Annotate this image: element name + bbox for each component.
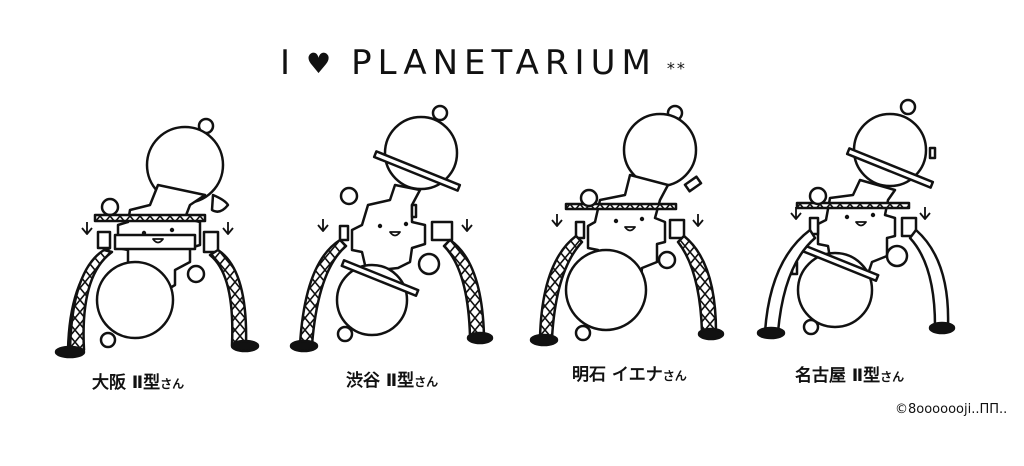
- sparkle-stars-icon: ⁎⁎: [666, 53, 687, 73]
- projector-shibuya: [289, 104, 494, 353]
- caption-name: 明石: [572, 365, 606, 385]
- title-word: PLANETARIUM: [351, 43, 657, 83]
- caption-model: Ⅱ型: [385, 371, 415, 391]
- projector-nagoya: [756, 98, 956, 340]
- caption-name: 大阪: [92, 373, 126, 393]
- heart-icon: ♥: [306, 46, 338, 80]
- caption-name: 名古屋: [795, 366, 846, 386]
- caption-model: Ⅱ型: [131, 373, 161, 393]
- projector-osaka: [54, 117, 260, 359]
- title-prefix: I: [280, 43, 297, 83]
- caption-suffix: さん: [414, 375, 439, 389]
- caption-suffix: さん: [662, 369, 687, 383]
- caption-name: 渋谷: [346, 371, 380, 391]
- caption-suffix: さん: [880, 370, 905, 384]
- caption-nagoya: 名古屋 Ⅱ型さん: [795, 361, 904, 386]
- projector-akashi: [529, 104, 725, 347]
- caption-akashi: 明石 イエナさん: [572, 360, 687, 385]
- caption-suffix: さん: [160, 377, 185, 391]
- artist-credit: ©8ooooooji..ΠΠ..: [895, 402, 1008, 417]
- caption-osaka: 大阪 Ⅱ型さん: [92, 368, 184, 393]
- caption-model: イエナ: [611, 365, 663, 385]
- page-title: I ♥ PLANETARIUM ⁎⁎: [280, 38, 750, 88]
- caption-shibuya: 渋谷 Ⅱ型さん: [346, 366, 438, 391]
- caption-model: Ⅱ型: [851, 366, 881, 386]
